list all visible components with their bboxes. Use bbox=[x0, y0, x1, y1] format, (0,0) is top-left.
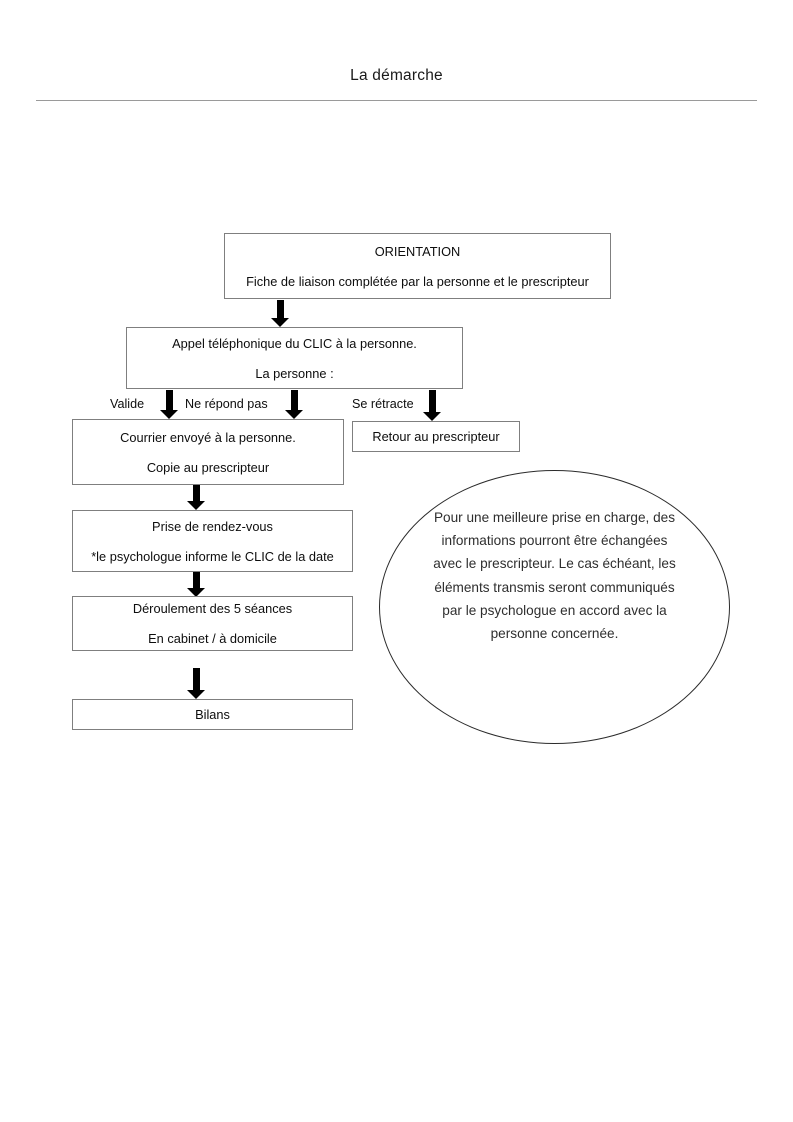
flow-node-rdv-line-2: *le psychologue informe le CLIC de la da… bbox=[91, 548, 334, 564]
arrow-shaft bbox=[429, 390, 436, 412]
arrow-head bbox=[187, 588, 205, 597]
arrow-down-icon-rdv-to-seances bbox=[187, 572, 205, 597]
flow-node-courrier-line-2: Copie au prescripteur bbox=[146, 459, 270, 475]
arrow-shaft bbox=[291, 390, 298, 410]
flow-node-seances-line-1: Déroulement des 5 séances bbox=[132, 601, 293, 616]
arrow-down-icon-se-retracte bbox=[423, 390, 441, 421]
arrow-shaft bbox=[277, 300, 284, 318]
arrow-head bbox=[285, 410, 303, 419]
arrow-down-icon-orientation-to-appel bbox=[271, 300, 289, 327]
flow-node-appel-line-1: Appel téléphonique du CLIC à la personne… bbox=[172, 335, 417, 351]
note-ellipse-text: Pour une meilleure prise en charge, des … bbox=[433, 510, 676, 642]
arrow-shaft bbox=[193, 668, 200, 690]
arrow-shaft bbox=[166, 390, 173, 410]
page-title: La démarche bbox=[350, 67, 443, 84]
flow-node-seances-line-2: En cabinet / à domicile bbox=[148, 631, 277, 646]
note-ellipse[interactable]: Pour une meilleure prise en charge, des … bbox=[379, 470, 730, 744]
arrow-down-icon-courrier-to-rdv bbox=[187, 485, 205, 510]
flow-node-orientation-line-2: Fiche de liaison complétée par la person… bbox=[246, 273, 589, 289]
arrow-head bbox=[160, 410, 178, 419]
flow-node-retour-line-1: Retour au prescripteur bbox=[372, 429, 500, 444]
branch-label-se-retracte: Se rétracte bbox=[352, 397, 414, 411]
flow-node-rdv-line-1: Prise de rendez-vous bbox=[152, 518, 273, 534]
arrow-shaft bbox=[193, 485, 200, 501]
flow-node-appel-line-2: La personne : bbox=[255, 365, 334, 381]
arrow-down-icon-ne-repond-pas bbox=[285, 390, 303, 419]
branch-label-ne-repond-pas: Ne répond pas bbox=[185, 397, 268, 411]
flow-node-deroulement-seances[interactable]: Déroulement des 5 séances En cabinet / à… bbox=[72, 596, 353, 651]
arrow-shaft bbox=[193, 572, 200, 588]
arrow-head bbox=[423, 412, 441, 421]
header-divider bbox=[36, 100, 757, 101]
arrow-down-icon-seances-to-bilans bbox=[187, 668, 205, 699]
flow-node-prise-de-rendez-vous[interactable]: Prise de rendez-vous *le psychologue inf… bbox=[72, 510, 353, 572]
flow-node-bilans[interactable]: Bilans bbox=[72, 699, 353, 730]
flow-node-orientation[interactable]: ORIENTATION Fiche de liaison complétée p… bbox=[224, 233, 611, 299]
arrow-head bbox=[271, 318, 289, 327]
arrow-down-icon-valide bbox=[160, 390, 178, 419]
arrow-head bbox=[187, 690, 205, 699]
flow-node-courrier-line-1: Courrier envoyé à la personne. bbox=[120, 429, 296, 445]
ellipse-outline bbox=[379, 470, 730, 744]
flow-node-orientation-line-1: ORIENTATION bbox=[374, 243, 461, 259]
branch-label-valide: Valide bbox=[110, 397, 145, 411]
flow-node-appel-telephonique[interactable]: Appel téléphonique du CLIC à la personne… bbox=[126, 327, 463, 389]
document-header: La démarche bbox=[36, 66, 757, 106]
flow-node-retour-au-prescripteur[interactable]: Retour au prescripteur bbox=[352, 421, 520, 452]
flow-node-courrier-envoye[interactable]: Courrier envoyé à la personne. Copie au … bbox=[72, 419, 344, 485]
arrow-head bbox=[187, 501, 205, 510]
flow-node-bilans-line-1: Bilans bbox=[195, 707, 230, 722]
